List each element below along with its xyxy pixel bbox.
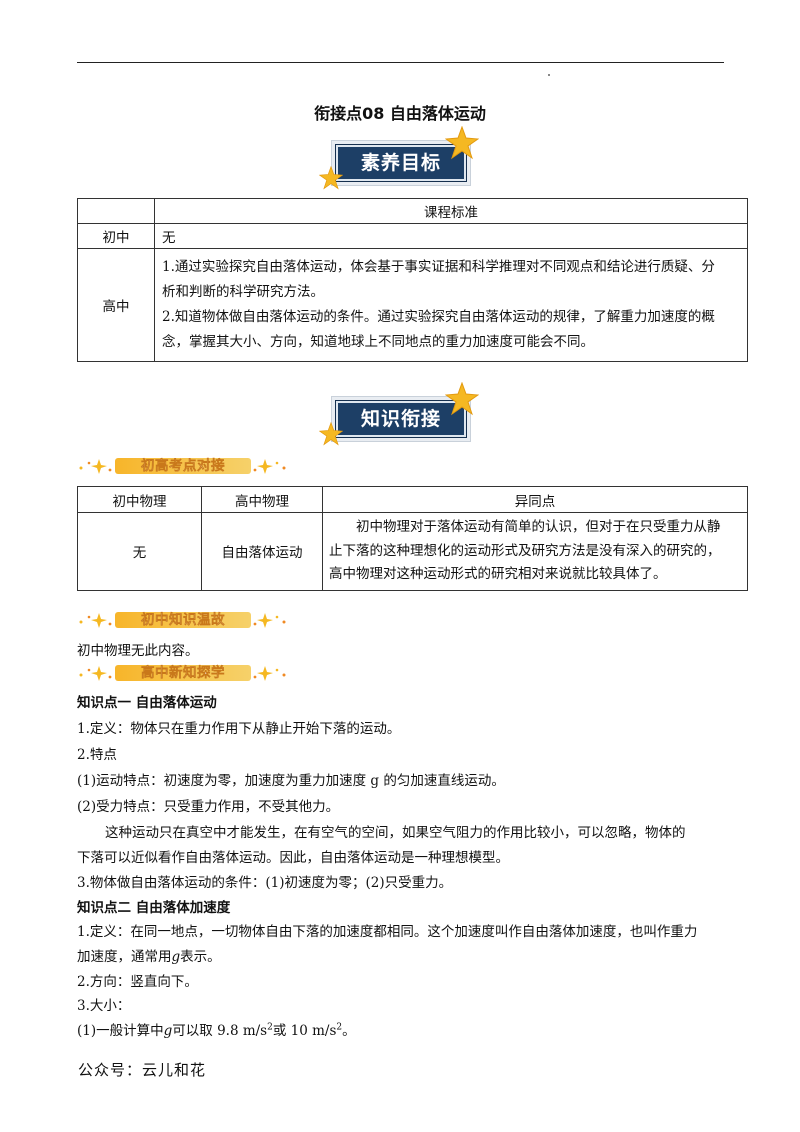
footer-account: 公众号：云儿和花: [78, 1061, 207, 1079]
kp1-note-line2: 下落可以近似看作自由落体运动。因此，自由落体运动是一种理想模型。: [77, 850, 509, 866]
column-header: 高中物理: [201, 486, 323, 513]
section-explore: 高中新知探学: [77, 662, 287, 684]
star-icon: [319, 422, 343, 446]
banner-goal-text: 素养目标: [336, 145, 466, 181]
cell-difference: 初中物理对于落体运动有简单的认识，但对于在只受重力从静 止下落的这种理想化的运动…: [322, 512, 748, 591]
text-line: 止下落的这种理想化的运动形式及研究方法是没有深入的研究的，: [329, 542, 721, 559]
section-compare: 初高考点对接: [77, 455, 287, 477]
section-compare-title: 初高考点对接: [141, 458, 225, 474]
section-explore-title: 高中新知探学: [141, 665, 225, 681]
kp2-size: 3.大小：: [77, 998, 131, 1014]
banner-knowledge: 知识衔接: [319, 382, 479, 446]
row-key: 初中: [77, 223, 155, 249]
text-line: 2.知道物体做自由落体运动的条件。通过实验探究自由落体运动的规律，了解重力加速度…: [162, 309, 715, 325]
speck: [548, 74, 550, 76]
text-line: 析和判断的科学研究方法。: [162, 284, 324, 300]
kp1-condition: 3.物体做自由落体运动的条件：(1)初速度为零；(2)只受重力。: [77, 875, 453, 891]
table-row: 高中 1.通过实验探究自由落体运动，体会基于事实证据和科学推理对不同观点和结论进…: [77, 248, 748, 362]
text-line: 念，掌握其大小、方向，知道地球上不同地点的重力加速度可能会不同。: [162, 334, 594, 350]
cell-senior: 自由落体运动: [201, 512, 323, 591]
comparison-table: 初中物理 高中物理 异同点 无 自由落体运动 初中物理对于落体运动有简单的认识，…: [77, 486, 748, 591]
table-header: 课程标准: [154, 198, 748, 224]
text-run: 表示。: [180, 949, 221, 965]
text-line: 高中物理对这种运动形式的研究相对来说就比较具体了。: [329, 566, 667, 582]
text-line: 初中物理对于落体运动有简单的认识，但对于在只受重力从静: [356, 519, 721, 535]
star-icon: [445, 126, 479, 160]
text-line: 1.通过实验探究自由落体运动，体会基于事实证据和科学推理对不同观点和结论进行质疑…: [162, 259, 715, 275]
sparkle-icon: [253, 666, 286, 681]
table-row: 初中 无: [77, 223, 748, 249]
star-icon: [445, 382, 479, 416]
sparkle-icon: [79, 613, 112, 628]
sparkle-icon: [79, 459, 112, 474]
banner-knowledge-text: 知识衔接: [336, 401, 466, 437]
section-review: 初中知识温故: [77, 609, 287, 631]
kp1-title: 知识点一 自由落体运动: [77, 695, 217, 711]
symbol-g: g: [171, 949, 181, 965]
text-run: 。: [342, 1023, 356, 1039]
symbol-g: g: [163, 1023, 173, 1039]
banner-goal: 素养目标: [319, 126, 479, 190]
kp2-definition-line1: 1.定义：在同一地点，一切物体自由下落的加速度都相同。这个加速度叫作自由落体加速…: [77, 924, 698, 940]
header-rule: [77, 62, 724, 63]
kp1-motion: (1)运动特点：初速度为零，加速度为重力加速度 g 的匀加速直线运动。: [77, 773, 505, 789]
kp2-direction: 2.方向：竖直向下。: [77, 974, 198, 990]
kp2-definition-line2: 加速度，通常用g表示。: [77, 945, 221, 965]
kp1-force: (2)受力特点：只受重力作用，不受其他力。: [77, 799, 340, 815]
section-pill: [115, 612, 251, 628]
sparkle-icon: [253, 613, 286, 628]
sparkle-icon: [79, 666, 112, 681]
text-run: 可以取 9.8 m/s: [172, 1023, 268, 1039]
section-pill: [115, 458, 251, 474]
text-run: (1)一般计算中: [77, 1023, 164, 1039]
kp1-features: 2.特点: [77, 747, 117, 763]
superscript: 2: [267, 1022, 273, 1033]
row-value: 1.通过实验探究自由落体运动，体会基于事实证据和科学推理对不同观点和结论进行质疑…: [154, 248, 748, 362]
cell-junior: 无: [77, 512, 202, 591]
review-text: 初中物理无此内容。: [77, 643, 199, 659]
kp1-note-line1: 这种运动只在真空中才能发生，在有空气的空间，如果空气阻力的作用比较小，可以忽略，…: [105, 825, 686, 841]
kp1-definition: 1.定义：物体只在重力作用下从静止开始下落的运动。: [77, 721, 401, 737]
table-row: 无 自由落体运动 初中物理对于落体运动有简单的认识，但对于在只受重力从静 止下落…: [77, 512, 748, 591]
column-header: 初中物理: [77, 486, 202, 513]
row-key: 高中: [77, 248, 155, 362]
curriculum-standard-table: 课程标准 初中 无 高中 1.通过实验探究自由落体运动，体会基于事实证据和科学推…: [77, 198, 748, 362]
sparkle-icon: [253, 459, 286, 474]
text-run: 或 10 m/s: [272, 1023, 337, 1039]
superscript: 2: [336, 1022, 343, 1033]
table-corner: [77, 198, 155, 224]
document-title: 衔接点08 自由落体运动: [314, 104, 486, 123]
row-value: 无: [154, 223, 748, 249]
kp2-value: (1)一般计算中g可以取 9.8 m/s2或 10 m/s2。: [77, 1019, 356, 1039]
kp2-title: 知识点二 自由落体加速度: [77, 900, 231, 916]
text-run: 加速度，通常用: [77, 949, 172, 965]
section-review-title: 初中知识温故: [141, 612, 225, 628]
section-pill: [115, 665, 251, 681]
star-icon: [319, 166, 343, 190]
column-header: 异同点: [322, 486, 748, 513]
